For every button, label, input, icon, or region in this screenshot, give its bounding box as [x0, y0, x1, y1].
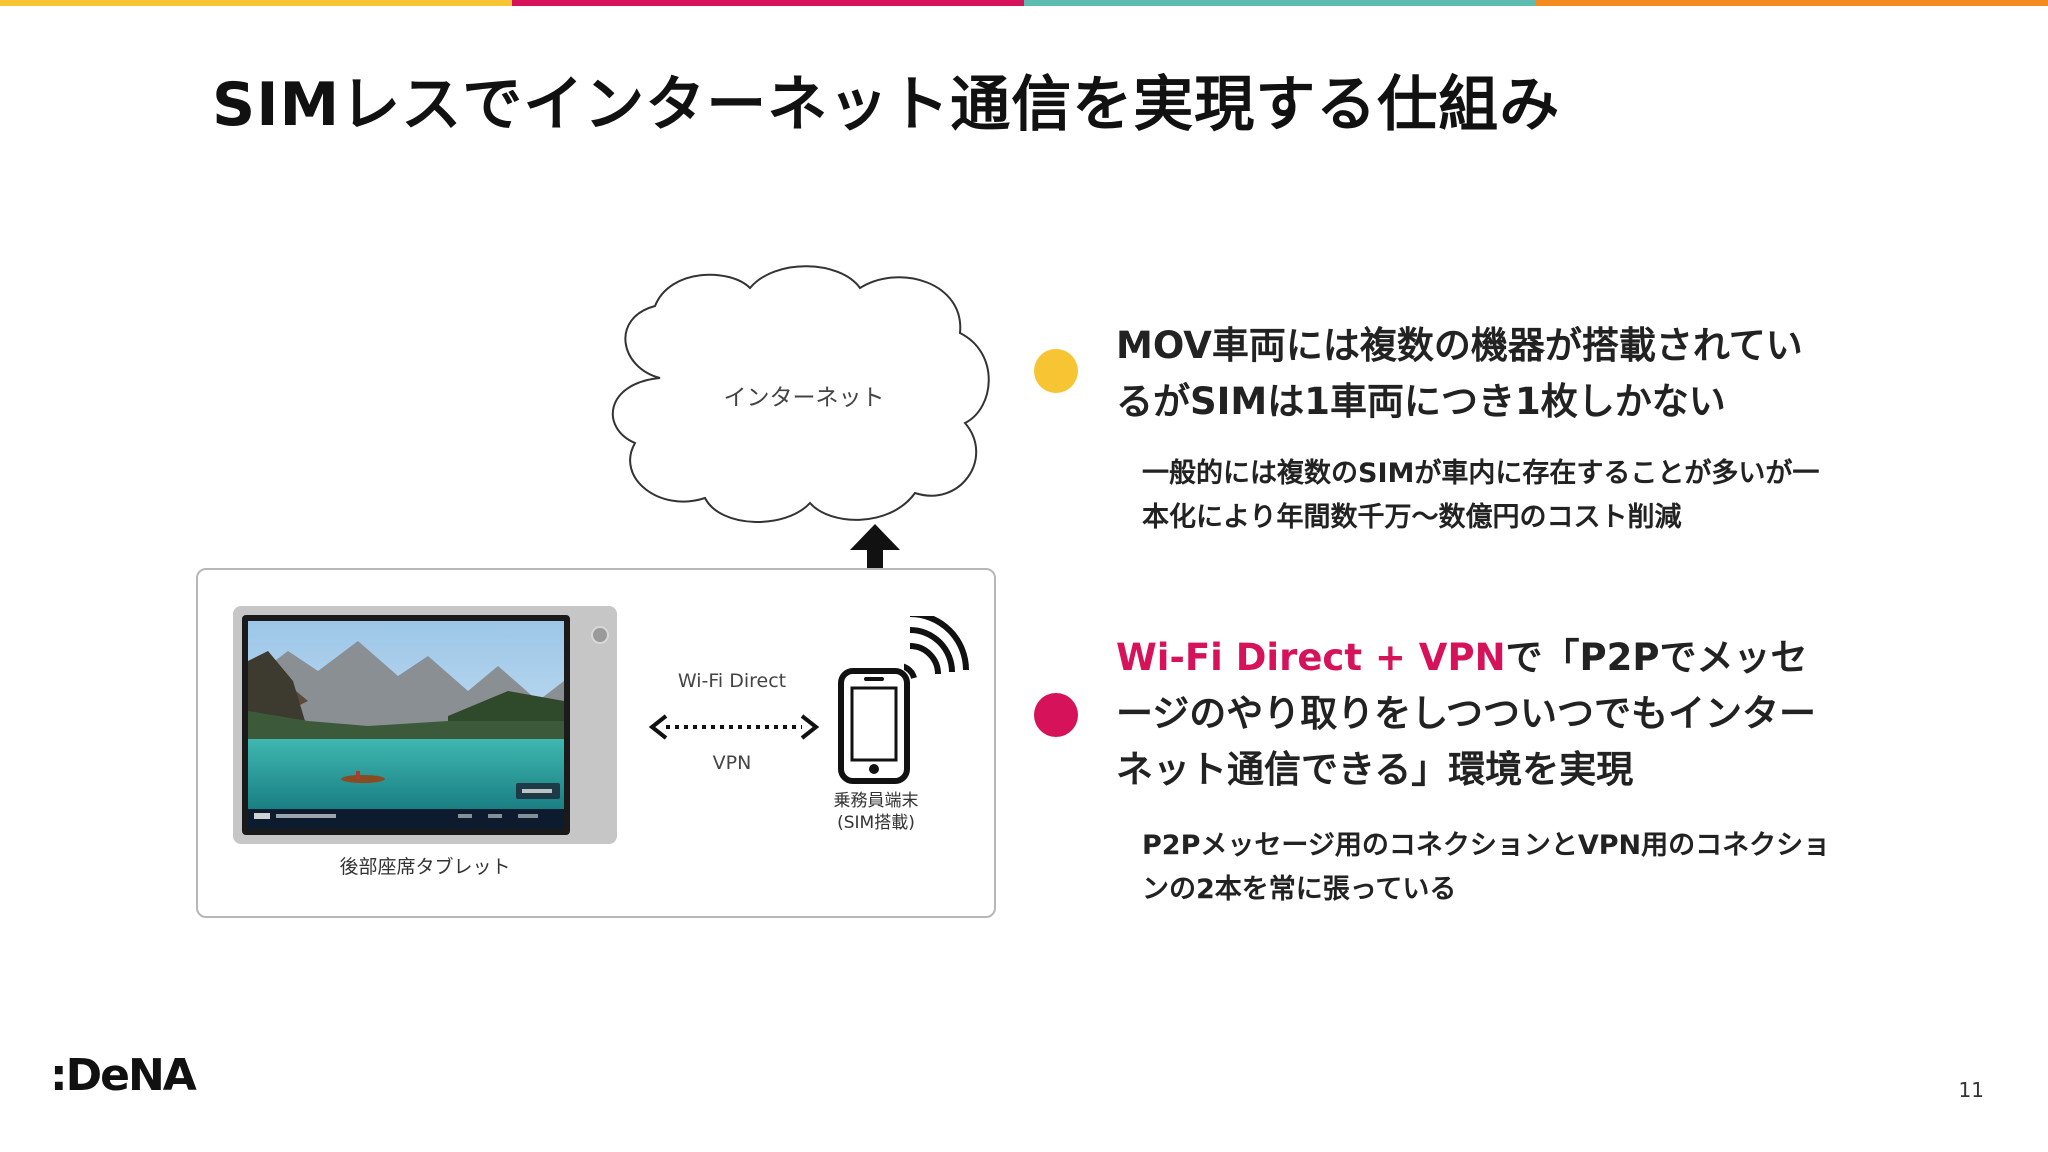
cloud-icon: [611, 265, 990, 523]
tablet-camera: [591, 626, 609, 644]
dotted-double-arrow-icon: [648, 714, 820, 740]
slide-title: SIMレスでインターネット通信を実現する仕組み: [212, 70, 1561, 140]
bullet-dot-yellow: [1034, 349, 1078, 393]
bullet-1-detail: 一般的には複数のSIMが車内に存在することが多いが一本化により年間数千万〜数億円…: [1142, 458, 1820, 533]
cloud-label: インターネット: [723, 385, 885, 411]
rear-seat-tablet: [233, 606, 617, 844]
vpn-label: VPN: [712, 752, 752, 774]
tablet-label: 後部座席タブレット: [339, 856, 511, 878]
top-bar-orange: [1536, 0, 2048, 6]
phone-label: 乗務員端末 (SIM搭載): [833, 791, 919, 833]
tablet-screen: [242, 615, 570, 835]
top-bar-yellow: [0, 0, 512, 6]
wifi-direct-label: Wi-Fi Direct: [677, 670, 787, 692]
bullet-1-headline: MOV車両には複数の機器が搭載されているがSIMは1車両につき1枚しかない: [1116, 324, 1803, 423]
smartphone-icon: [838, 668, 910, 784]
bullet-2-headline: Wi-Fi Direct + VPNで「P2Pでメッセージのやり取りをしつついつ…: [1116, 630, 1836, 798]
bullet-2-highlight: Wi-Fi Direct + VPN: [1116, 636, 1506, 679]
top-bar-pink: [512, 0, 1024, 6]
top-color-bar: [0, 0, 2048, 6]
page-number: 11: [1958, 1078, 1984, 1102]
bullet-2-headline-rest: で「P2Pでメッセージのやり取りをしつついつでもインターネット通信できる」環境を…: [1116, 636, 1817, 791]
signal-icon: [904, 616, 969, 679]
lake-image: [248, 621, 564, 829]
bullet-2-detail: P2Pメッセージ用のコネクションとVPN用のコネクションの2本を常に張っている: [1142, 830, 1831, 905]
dena-logo: :DeNA: [50, 1050, 197, 1101]
top-bar-teal: [1024, 0, 1536, 6]
bullet-dot-pink: [1034, 693, 1078, 737]
